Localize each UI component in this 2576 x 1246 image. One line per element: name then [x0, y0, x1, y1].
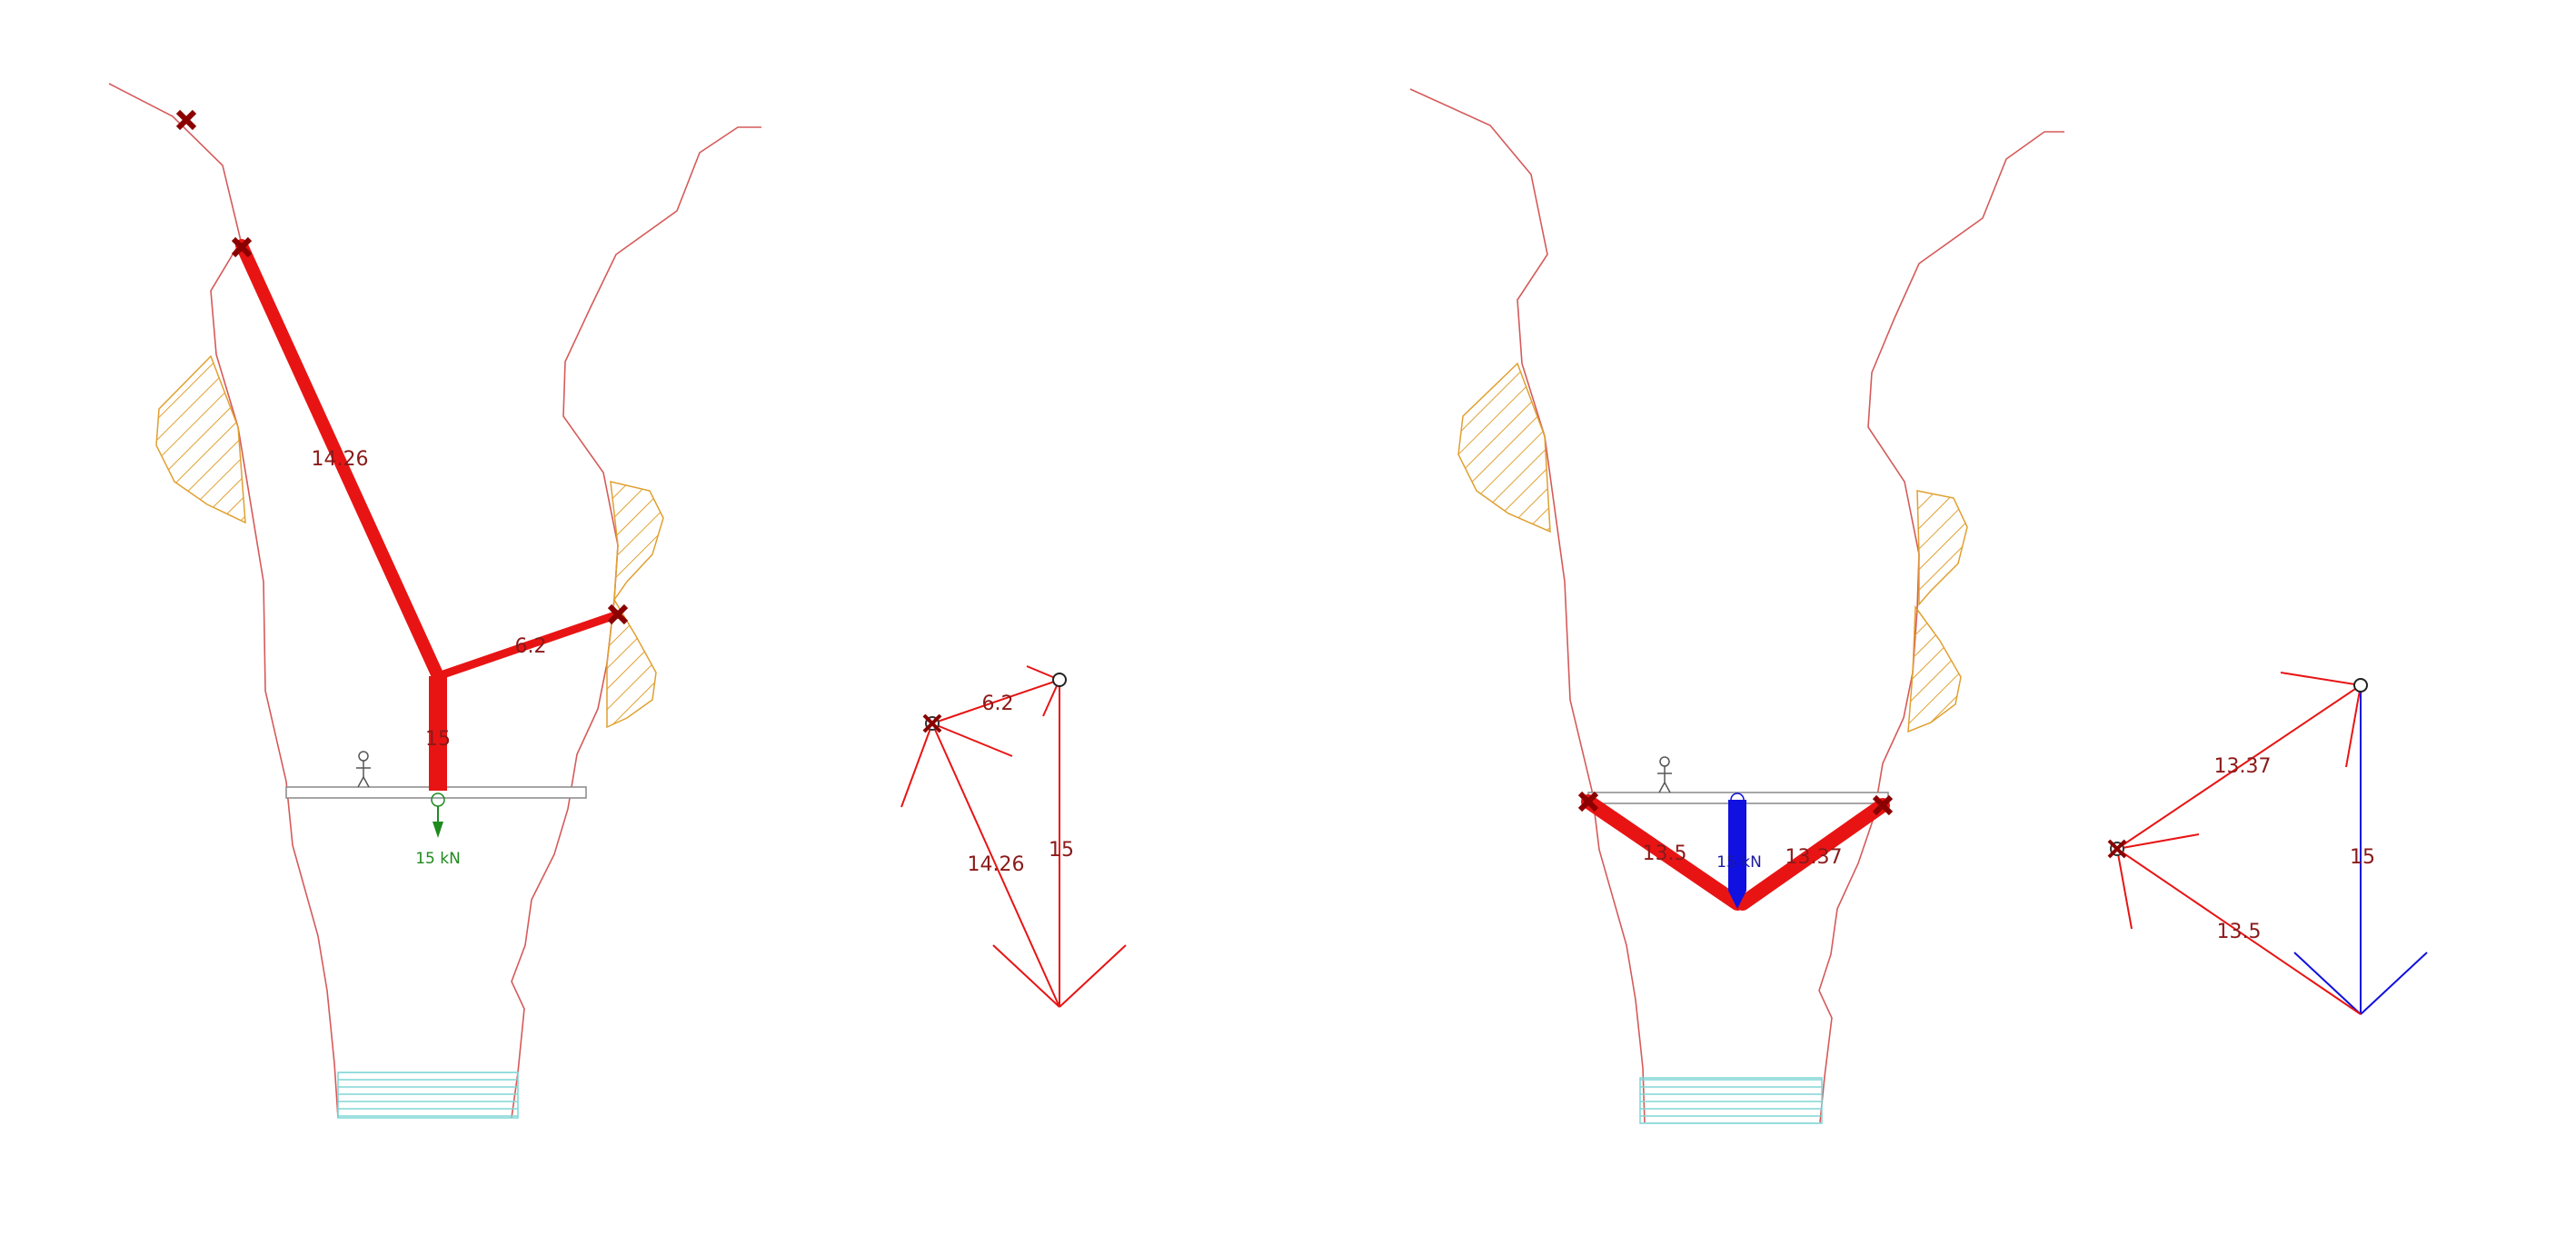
right-scene: 13.5 13.37 15 kN: [1409, 88, 2064, 1124]
anchor-icon: [175, 109, 197, 131]
load-bar: [1728, 800, 1746, 891]
polygon-upper-line: [2116, 684, 2362, 850]
load-bar-tip: [1728, 891, 1746, 909]
person-icon: [356, 751, 371, 788]
canyon-left-wall: [1409, 88, 1646, 1123]
polygon-lower-label: 13.5: [2217, 921, 2262, 943]
polygon-short-label: 6.2: [982, 693, 1014, 715]
arrowhead-line: [2280, 672, 2362, 686]
rope-short: [433, 610, 622, 681]
load-arrow-head: [433, 822, 443, 838]
rock-hatch-right-lower: [606, 597, 657, 729]
load-label: 15 kN: [415, 850, 461, 868]
rope-vertical-label: 15: [425, 728, 451, 751]
rope-long-label: 14.26: [312, 448, 369, 471]
rock-hatch-right-lower: [1907, 604, 1962, 733]
polygon-vertical-label: 15: [2350, 846, 2375, 869]
anchor-icon: [1577, 791, 1599, 812]
arrowhead-line: [2293, 952, 2362, 1015]
rope-short-label: 6.2: [515, 635, 547, 658]
polygon-upper-label: 13.37: [2214, 755, 2272, 778]
polygon-long-label: 14.26: [968, 853, 1025, 876]
rope-long: [235, 239, 444, 683]
canyon-right-wall: [511, 126, 761, 1119]
arrowhead-line: [931, 723, 1013, 757]
rock-hatch-right-upper: [610, 481, 664, 603]
arrowhead-line: [992, 944, 1060, 1008]
person-icon: [1657, 756, 1672, 793]
right-force-polygon: 13.37 13.5 15: [2107, 672, 2428, 1015]
load-ring: [1730, 792, 1745, 807]
rock-hatch-right-upper: [1916, 490, 1968, 607]
rope-left-label: 13.5: [1643, 842, 1687, 865]
arrowhead-line: [2116, 848, 2133, 930]
rope-right-label: 13.37: [1785, 846, 1843, 869]
polygon-vertical-label: 15: [1049, 839, 1074, 862]
polygon-node: [1052, 673, 1067, 687]
polygon-long-line: [931, 723, 1060, 1008]
anchor-node-icon: [922, 713, 942, 733]
canyon-right-wall: [1818, 131, 2064, 1123]
canyon-left-wall: [108, 83, 339, 1119]
rock-hatch-left: [1457, 362, 1551, 533]
polygon-node: [2353, 678, 2368, 693]
anchor-icon: [607, 603, 629, 625]
arrowhead-line: [2345, 684, 2362, 768]
left-scene: 15 kN 14.26 6.2 15: [108, 83, 761, 1119]
polygon-lower-line: [2116, 848, 2362, 1015]
anchor-icon: [231, 236, 253, 258]
rope-right: [1736, 798, 1890, 911]
rock-hatch-left: [155, 354, 246, 524]
left-force-polygon: 6.2 14.26 15: [900, 665, 1127, 1008]
load-label: 15 kN: [1716, 853, 1762, 872]
anchor-node-icon: [2107, 839, 2127, 859]
arrowhead-line: [2116, 833, 2200, 850]
arrowhead-line: [900, 723, 933, 808]
rope-left: [1581, 794, 1745, 911]
water: [337, 1072, 519, 1119]
arrowhead-line: [2360, 952, 2428, 1015]
arrowhead-line: [1059, 944, 1127, 1008]
polygon-short-line: [931, 679, 1060, 724]
anchor-icon: [1872, 794, 1894, 816]
water: [1639, 1077, 1823, 1124]
